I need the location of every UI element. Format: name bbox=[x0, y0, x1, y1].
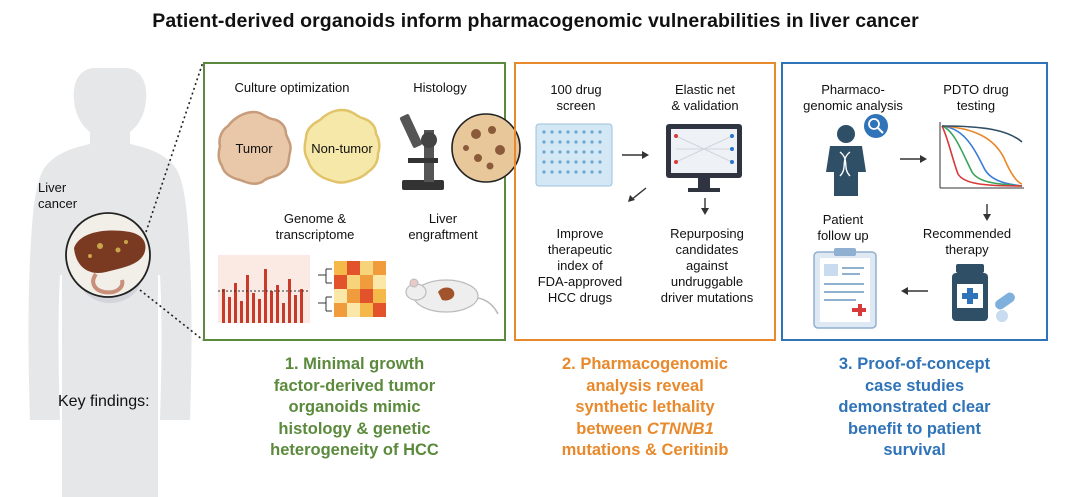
mouse-icon bbox=[405, 278, 499, 315]
finding-2-text-end: mutations & Ceritinib bbox=[561, 441, 729, 459]
arrow-down-icon bbox=[983, 204, 991, 221]
genome-track-plot bbox=[218, 255, 310, 323]
arrow-down-icon bbox=[701, 198, 709, 215]
liver-cancer-label: Liver cancer bbox=[38, 180, 78, 211]
finding-2-gene: CTNNB1 bbox=[646, 419, 714, 438]
expression-heatmap bbox=[318, 261, 386, 317]
nontumor-label: Non-tumor bbox=[311, 141, 373, 156]
figure-title: Patient-derived organoids inform pharmac… bbox=[152, 10, 919, 32]
finding-2-text: 2. Pharmacogenomic analysis reveal synth… bbox=[562, 355, 728, 438]
arrow-right-icon bbox=[622, 151, 649, 159]
patient-follow-up-label: Patient follow up bbox=[817, 212, 869, 243]
key-findings-label: Key findings: bbox=[58, 393, 150, 410]
culture-optimization-label: Culture optimization bbox=[234, 80, 350, 95]
tumor-organoid bbox=[217, 110, 292, 185]
pharmacogenomic-analysis-label: Pharmaco- genomic analysis bbox=[803, 82, 903, 113]
nontumor-organoid bbox=[303, 108, 381, 184]
histology-slide-circle bbox=[451, 113, 521, 183]
medicine-bottle-icon bbox=[952, 264, 1015, 322]
tumor-label: Tumor bbox=[235, 141, 273, 156]
histology-label: Histology bbox=[413, 80, 467, 95]
recommended-therapy-label: Recommended therapy bbox=[922, 226, 1012, 257]
drug-screen-label: 100 drug screen bbox=[550, 82, 602, 113]
person-dna-icon bbox=[826, 114, 888, 196]
liver-magnifier bbox=[65, 212, 151, 298]
pdto-drug-testing-label: PDTO drug testing bbox=[943, 82, 1009, 113]
arrow-down-left-icon bbox=[628, 187, 647, 202]
computer-monitor-icon bbox=[666, 124, 742, 192]
elastic-net-label: Elastic net & validation bbox=[671, 82, 739, 113]
liver-engraftment-label: Liver engraftment bbox=[408, 211, 478, 242]
finding-3: 3. Proof-of-concept case studies demonst… bbox=[838, 355, 991, 459]
arrow-right-icon bbox=[900, 155, 927, 163]
finding-2: 2. Pharmacogenomic analysis reveal synth… bbox=[508, 354, 782, 462]
finding-1: 1. Minimal growth factor-derived tumor o… bbox=[270, 355, 439, 459]
clipboard-icon bbox=[813, 248, 877, 329]
panel-pharmacogenomics bbox=[514, 62, 776, 341]
arrow-left-icon bbox=[901, 287, 928, 295]
genome-transcriptome-label: Genome & transcriptome bbox=[275, 211, 355, 242]
improve-therapeutic-label: Improve therapeutic index of FDA-approve… bbox=[537, 226, 623, 305]
drug-screen-plate-icon bbox=[535, 123, 613, 187]
panel-organoids bbox=[203, 62, 506, 341]
repurposing-label: Repurposing candidates against undruggab… bbox=[660, 226, 754, 305]
microscope-icon bbox=[399, 114, 444, 190]
dose-response-curves bbox=[939, 122, 1024, 189]
panel-proof-of-concept bbox=[781, 62, 1048, 341]
